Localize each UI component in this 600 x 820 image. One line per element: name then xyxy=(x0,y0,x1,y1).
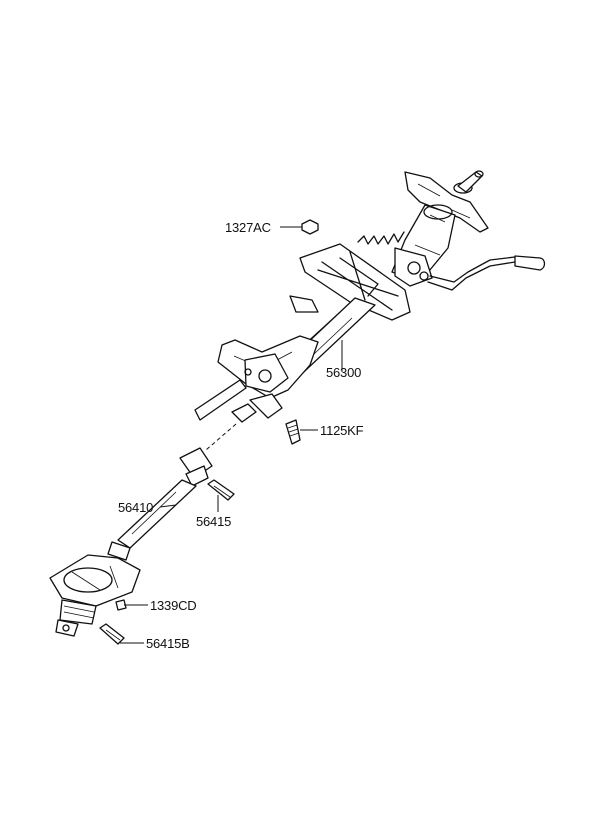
callout-56415b: 56415B xyxy=(146,636,190,651)
callout-1125kf: 1125KF xyxy=(320,423,364,438)
upper-mount-bracket xyxy=(404,170,489,233)
column-mounting-frame xyxy=(299,243,411,321)
leader-lines xyxy=(120,226,343,644)
callout-1327ac: 1327AC xyxy=(225,220,271,235)
bolt-56415 xyxy=(207,479,235,501)
bolt-56415b xyxy=(99,623,125,645)
clip-1339cd xyxy=(115,599,127,611)
callout-56410: 56410 xyxy=(118,500,153,515)
callout-56300: 56300 xyxy=(326,365,361,380)
lower-bracket-plate xyxy=(194,335,319,421)
column-lower-yoke xyxy=(205,393,283,451)
intermediate-shaft xyxy=(107,447,213,561)
callout-1339cd: 1339CD xyxy=(150,598,197,613)
upper-column-housing xyxy=(357,204,456,287)
bolt-1125kf xyxy=(285,419,301,445)
callout-56415: 56415 xyxy=(196,514,231,529)
lower-boot-flange xyxy=(49,554,141,637)
tilt-lever xyxy=(427,255,546,291)
nut-1327ac xyxy=(301,219,319,235)
